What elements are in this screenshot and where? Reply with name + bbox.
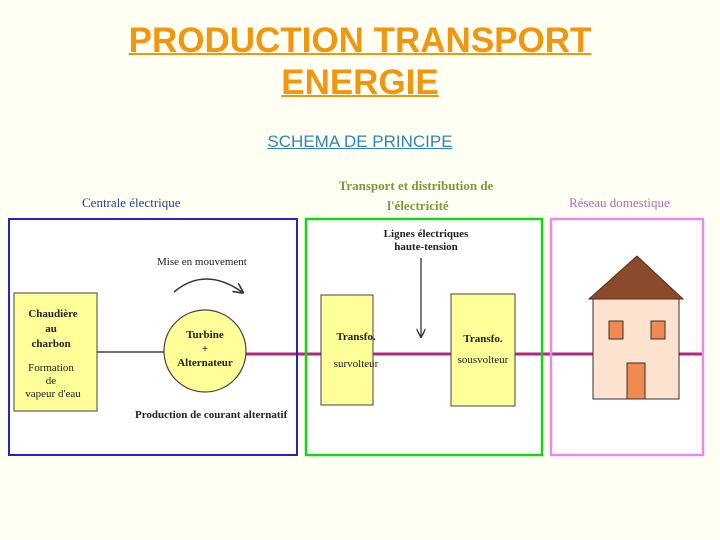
production-label: Production de courant alternatif	[135, 409, 288, 421]
turbine-circle	[163, 309, 247, 393]
boiler-box	[13, 292, 98, 412]
page-subtitle: SCHEMA DE PRINCIPE	[267, 132, 453, 151]
motion-label: Mise en mouvement	[157, 256, 247, 268]
page-title: PRODUCTION TRANSPORT ENERGIE	[0, 20, 720, 104]
turbine-line-1: Turbine	[186, 329, 224, 341]
turbine-line-3: Alternateur	[177, 357, 233, 369]
lines-label-1: Lignes électriques	[384, 228, 469, 240]
house-roof	[587, 255, 685, 300]
house-door	[626, 362, 646, 400]
house-window-left	[608, 320, 624, 340]
title-line-2: ENERGIE	[281, 63, 439, 102]
boiler-line-5: de	[46, 375, 57, 387]
boiler-line-6: vapeur d'eau	[25, 388, 81, 400]
rotation-arrow	[173, 278, 242, 292]
transfo-sousvolteur-box	[450, 293, 516, 407]
title-line-1: PRODUCTION TRANSPORT	[128, 21, 592, 60]
transport-frame	[304, 217, 544, 457]
boiler-line-1: Chaudière	[28, 308, 77, 320]
boiler-line-4: Formation	[28, 362, 74, 374]
centrale-frame	[8, 218, 298, 456]
transfo-down-line-2: sousvolteur	[458, 354, 509, 366]
house-icon	[587, 255, 685, 400]
boiler-line-3: charbon	[31, 338, 70, 350]
transport-label-line-1: Transport et distribution de	[339, 178, 494, 193]
house-window-right	[650, 320, 666, 340]
centrale-label: Centrale électrique	[82, 195, 181, 210]
reseau-frame	[549, 217, 705, 457]
boiler-line-2: au	[45, 323, 57, 335]
lines-label-2: haute-tension	[394, 241, 458, 253]
transfo-survolteur-box	[320, 294, 374, 406]
transfo-up-line-1: Transfo.	[336, 331, 375, 343]
transfo-up-line-2: survolteur	[334, 358, 379, 370]
transport-label-line-2: l'électricité	[387, 198, 449, 213]
transfo-down-line-1: Transfo.	[463, 333, 502, 345]
reseau-label: Réseau domestique	[569, 195, 670, 210]
turbine-line-2: +	[202, 343, 208, 355]
